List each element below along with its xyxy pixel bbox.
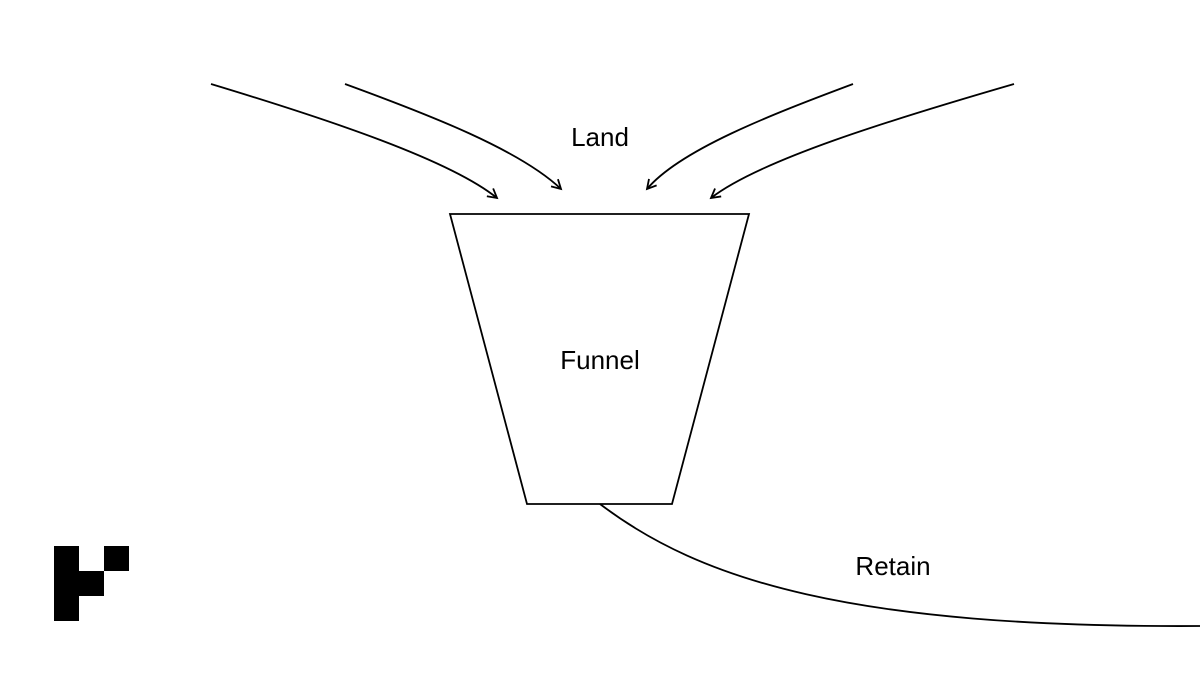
inbound-arrow-4	[709, 83, 1015, 200]
inbound-arrow-1	[210, 83, 499, 200]
land-label: Land	[571, 122, 629, 152]
inbound-arrow-2	[344, 83, 563, 191]
inbound-arrow-3	[645, 83, 854, 191]
funnel-shape	[448, 213, 751, 505]
funnel-label: Funnel	[560, 345, 640, 375]
retain-curve	[599, 503, 1200, 627]
retain-label: Retain	[855, 551, 930, 581]
brand-block-logo-icon	[54, 546, 129, 621]
